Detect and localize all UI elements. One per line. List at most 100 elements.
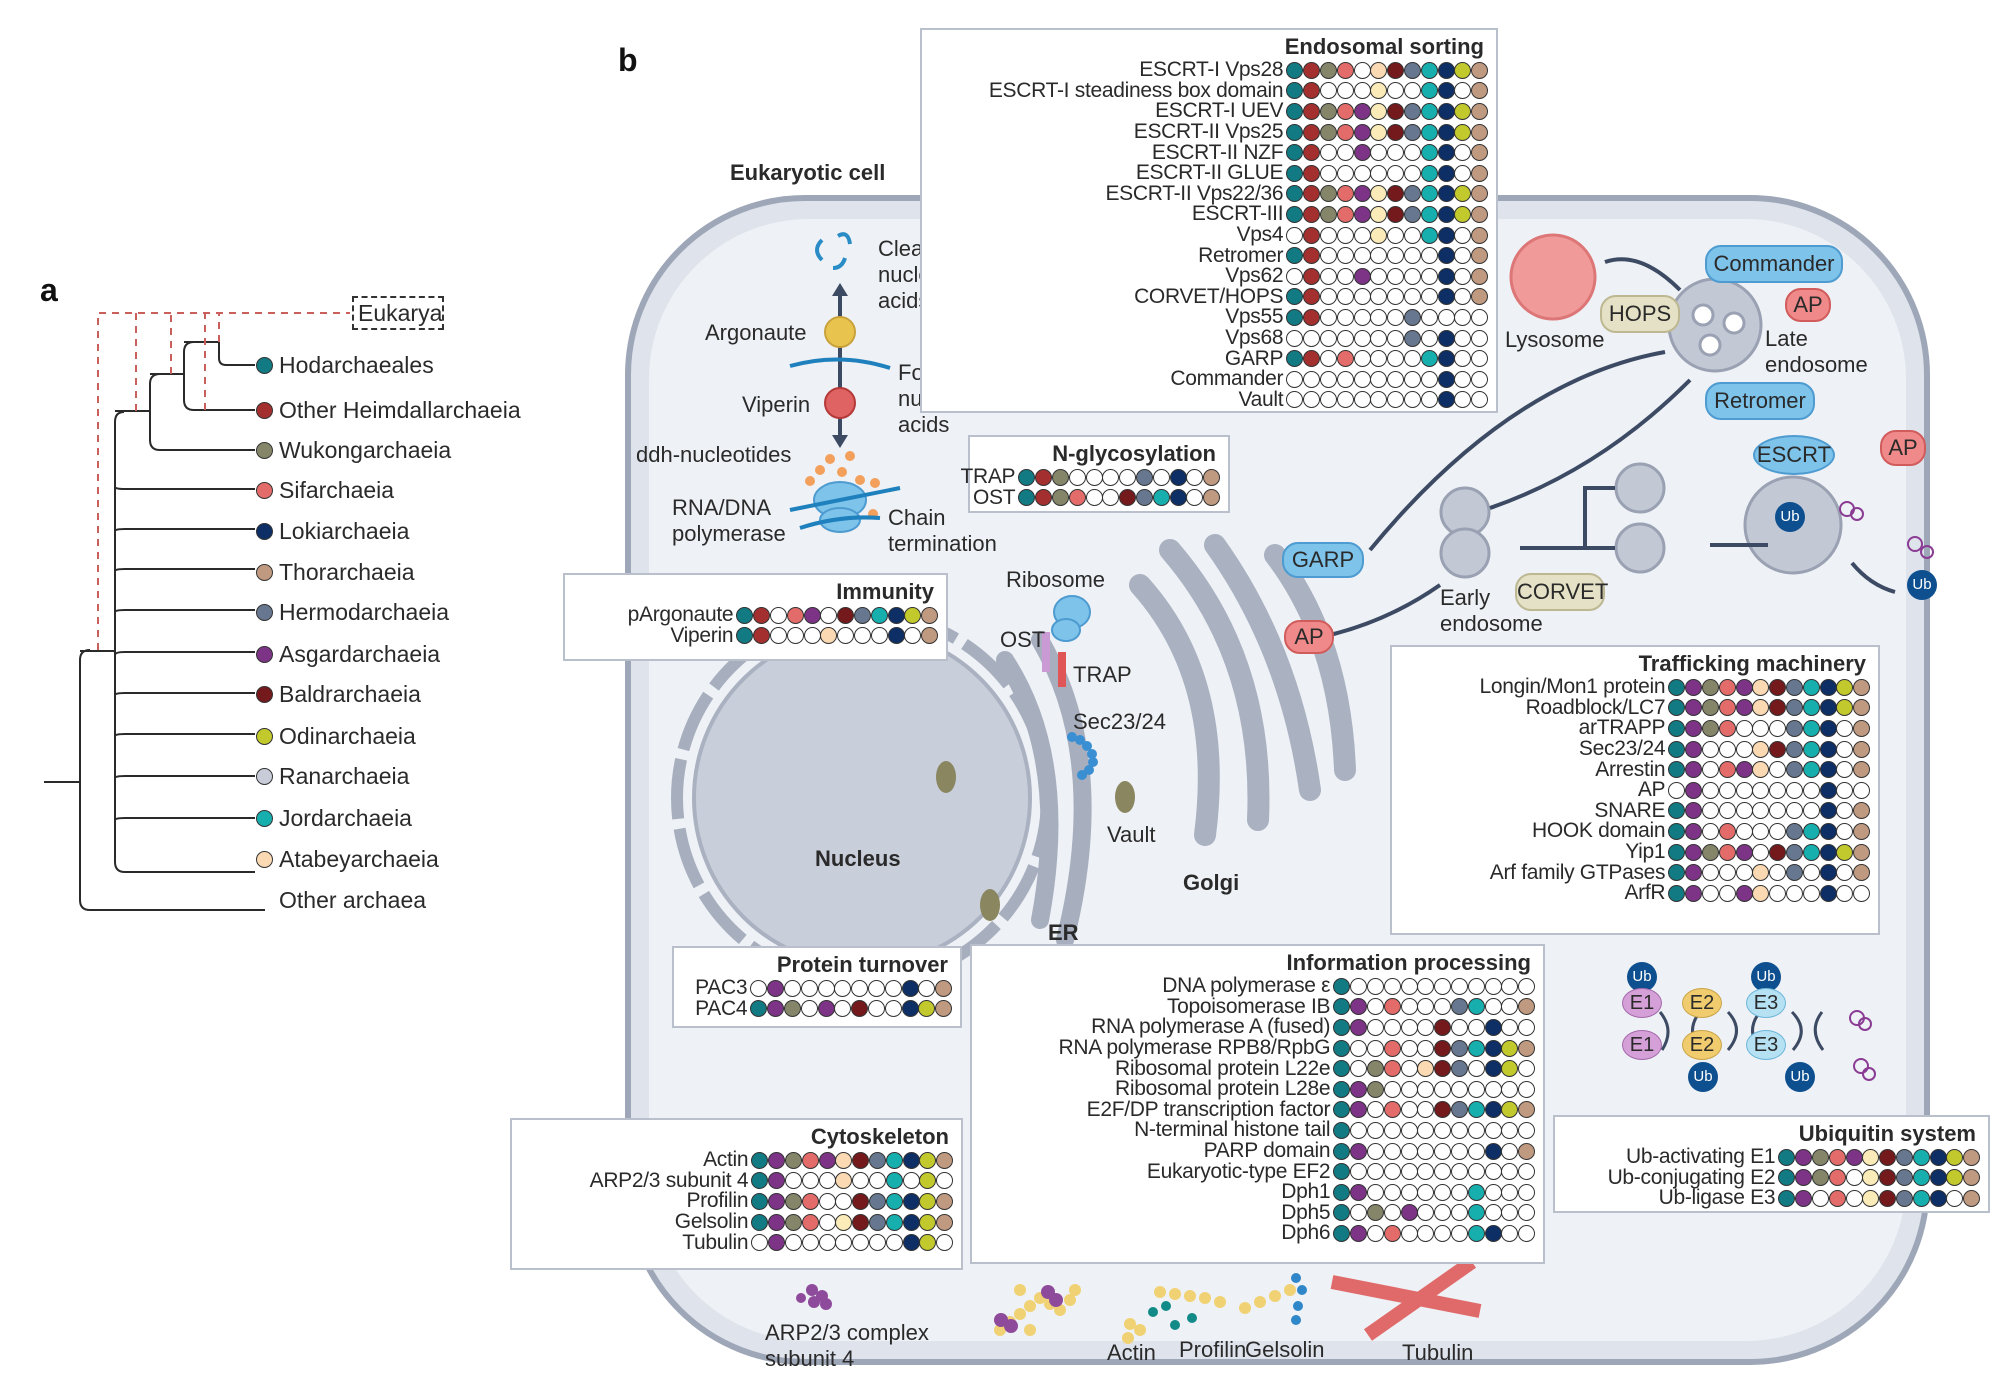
label-trap: TRAP	[1073, 662, 1132, 687]
presence-dot-filled	[1370, 205, 1388, 223]
presence-dot-filled	[1819, 822, 1837, 840]
presence-dot-filled	[1785, 699, 1803, 717]
presence-dot-filled	[851, 1000, 869, 1018]
presence-dots	[1286, 391, 1489, 409]
matrix-row: Viperin	[573, 625, 939, 647]
presence-dot-empty	[1701, 864, 1719, 882]
presence-dot-filled	[1819, 740, 1837, 758]
presence-dot-empty	[1403, 247, 1421, 265]
presence-dot-empty	[1387, 288, 1405, 306]
presence-dot-empty	[1836, 822, 1854, 840]
presence-dot-filled	[1769, 678, 1787, 696]
presence-dots	[1333, 998, 1536, 1016]
presence-dot-filled	[784, 1213, 802, 1231]
label-early-endosome: Early endosome	[1440, 585, 1543, 636]
presence-dot-filled	[1819, 781, 1837, 799]
presence-dot-empty	[1769, 761, 1787, 779]
presence-dot-filled	[801, 1192, 819, 1210]
row-label: Longin/Mon1 protein	[1479, 675, 1666, 699]
presence-dot-filled	[1895, 1189, 1913, 1207]
presence-dot-empty	[1353, 329, 1371, 347]
presence-dots	[1286, 185, 1489, 203]
matrix-row: HOOK domain	[1400, 819, 1871, 843]
presence-dot-filled	[1437, 329, 1455, 347]
presence-dot-empty	[867, 1000, 885, 1018]
presence-dot-empty	[1403, 164, 1421, 182]
presence-dots	[1286, 144, 1489, 162]
presence-dot-filled	[1828, 1148, 1846, 1166]
presence-dots	[1668, 781, 1871, 799]
presence-dot-filled	[1467, 1224, 1485, 1242]
presence-dot-empty	[884, 1000, 902, 1018]
label-sec23-24: Sec23/24	[1073, 709, 1166, 734]
matrix-row: DNA polymerase ε	[980, 975, 1536, 997]
taxon-label: Jordarchaeia	[279, 805, 412, 831]
presence-dot-empty	[1501, 1183, 1519, 1201]
presence-dot-filled	[1336, 205, 1354, 223]
presence-dot-filled	[1333, 1183, 1351, 1201]
presence-dot-empty	[818, 1213, 836, 1231]
presence-dot-filled	[1370, 82, 1388, 100]
presence-dots	[750, 979, 953, 997]
taxon-color-dot	[256, 564, 273, 581]
row-label: ESCRT-I Vps28	[1139, 58, 1284, 82]
presence-dot-empty	[1501, 1204, 1519, 1222]
presence-dot-empty	[1701, 802, 1719, 820]
row-label: pArgonaute	[627, 603, 734, 627]
presence-dot-filled	[1471, 164, 1489, 182]
row-label: ESCRT-II NZF	[1151, 140, 1284, 164]
presence-dot-filled	[768, 1234, 786, 1252]
presence-dot-empty	[1102, 468, 1120, 486]
presence-dot-empty	[1336, 144, 1354, 162]
presence-dot-empty	[1366, 1142, 1384, 1160]
presence-dot-filled	[768, 1213, 786, 1231]
presence-dot-empty	[1467, 1080, 1485, 1098]
presence-dot-empty	[1336, 267, 1354, 285]
presence-dot-filled	[1303, 267, 1321, 285]
row-label: ESCRT-I UEV	[1155, 99, 1284, 123]
box-title: N-glycosylation	[1052, 441, 1216, 466]
presence-dot-filled	[1403, 185, 1421, 203]
presence-dot-empty	[1718, 740, 1736, 758]
row-label: Dph1	[1281, 1180, 1331, 1204]
presence-dot-filled	[1286, 61, 1304, 79]
presence-dot-empty	[1802, 884, 1820, 902]
box-title: Cytoskeleton	[810, 1124, 949, 1149]
matrix-row: ESCRT-I Vps28	[930, 58, 1489, 82]
taxon-color-dot	[256, 523, 273, 540]
presence-dot-empty	[1387, 247, 1405, 265]
label-viperin: Viperin	[742, 392, 811, 417]
presence-dot-filled	[1929, 1189, 1947, 1207]
presence-dot-filled	[1119, 489, 1137, 507]
presence-dot-empty	[817, 979, 835, 997]
presence-dots	[1668, 740, 1871, 758]
presence-dot-filled	[1370, 102, 1388, 120]
presence-dot-filled	[1353, 144, 1371, 162]
label-nucleus: Nucleus	[815, 846, 901, 871]
presence-dot-filled	[919, 1192, 937, 1210]
presence-dot-empty	[1454, 247, 1472, 265]
row-label: HOOK domain	[1531, 819, 1666, 843]
presence-dots	[1286, 164, 1489, 182]
presence-dot-filled	[1836, 678, 1854, 696]
row-label: ArfR	[1624, 881, 1666, 905]
presence-dot-empty	[1336, 164, 1354, 182]
presence-dot-empty	[1400, 1101, 1418, 1119]
ubiquitin-cycle-arrows	[1658, 1010, 1825, 1051]
row-label: Commander	[1170, 367, 1284, 391]
presence-dot-filled	[1403, 61, 1421, 79]
presence-dot-empty	[818, 1234, 836, 1252]
presence-dot-filled	[1929, 1148, 1947, 1166]
presence-dot-empty	[1769, 884, 1787, 902]
presence-dot-filled	[1518, 998, 1536, 1016]
presence-dot-filled	[1795, 1148, 1813, 1166]
presence-dot-empty	[1417, 998, 1435, 1016]
presence-dot-filled	[1853, 843, 1871, 861]
presence-dot-empty	[1286, 226, 1304, 244]
taxon-label: Hermodarchaeia	[279, 599, 450, 625]
presence-dot-filled	[753, 627, 771, 645]
presence-dot-empty	[1186, 468, 1204, 486]
presence-dot-empty	[1319, 247, 1337, 265]
row-label: Gelsolin	[674, 1210, 749, 1234]
